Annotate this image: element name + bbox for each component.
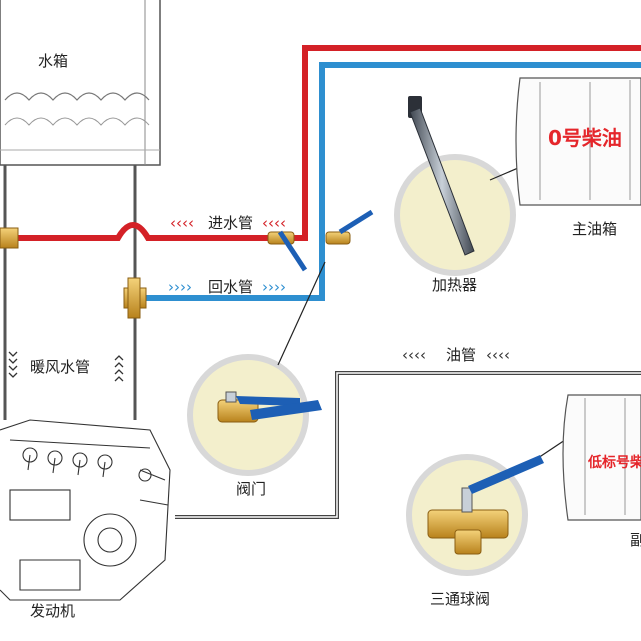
heater-pipe-label: 暖风水管 [30, 358, 90, 376]
water-tank-label: 水箱 [38, 52, 68, 70]
inline-valve-icon [267, 209, 374, 272]
three-way-valve-label: 三通球阀 [430, 590, 490, 608]
oil-pipe-label: 油管 [446, 346, 476, 364]
water-tank [0, 0, 161, 166]
inlet-pipe-label: 进水管 [208, 214, 253, 232]
oil-arrows: ‹‹‹‹ [402, 346, 426, 364]
heater-pipe-chevrons-icon [8, 351, 124, 382]
engine-label: 发动机 [30, 602, 75, 620]
aux-fuel-tank [562, 394, 641, 521]
three-way-valve-icon [427, 455, 544, 555]
oil-arrows-2: ‹‹‹‹ [486, 346, 510, 364]
diesel-0-label: 0号柴油 [548, 126, 622, 150]
heater-rod-icon [408, 96, 475, 256]
return-arrows-2: ›››› [262, 278, 286, 296]
t-fitting-icon [0, 227, 147, 319]
aux-tank-label: 副 [630, 531, 641, 549]
return-arrows: ›››› [168, 278, 192, 296]
oil-pipe-line-inner [175, 372, 641, 518]
return-pipe-label: 回水管 [208, 278, 253, 296]
ball-valve-icon [217, 391, 322, 423]
valve-callout-line [277, 261, 326, 366]
inlet-pipe-line [5, 45, 641, 241]
main-fuel-tank [515, 77, 641, 206]
low-diesel-label: 低标号柴 [587, 454, 641, 471]
inlet-arrows-2: ‹‹‹‹ [262, 214, 286, 232]
valve-label: 阀门 [236, 480, 266, 498]
return-pipe-line [135, 62, 641, 301]
heater-pipe-lines [3, 165, 137, 420]
inlet-arrows: ‹‹‹‹ [170, 214, 194, 232]
heater-label: 加热器 [432, 276, 477, 294]
engine-illustration [0, 419, 171, 601]
main-tank-label: 主油箱 [572, 220, 617, 238]
